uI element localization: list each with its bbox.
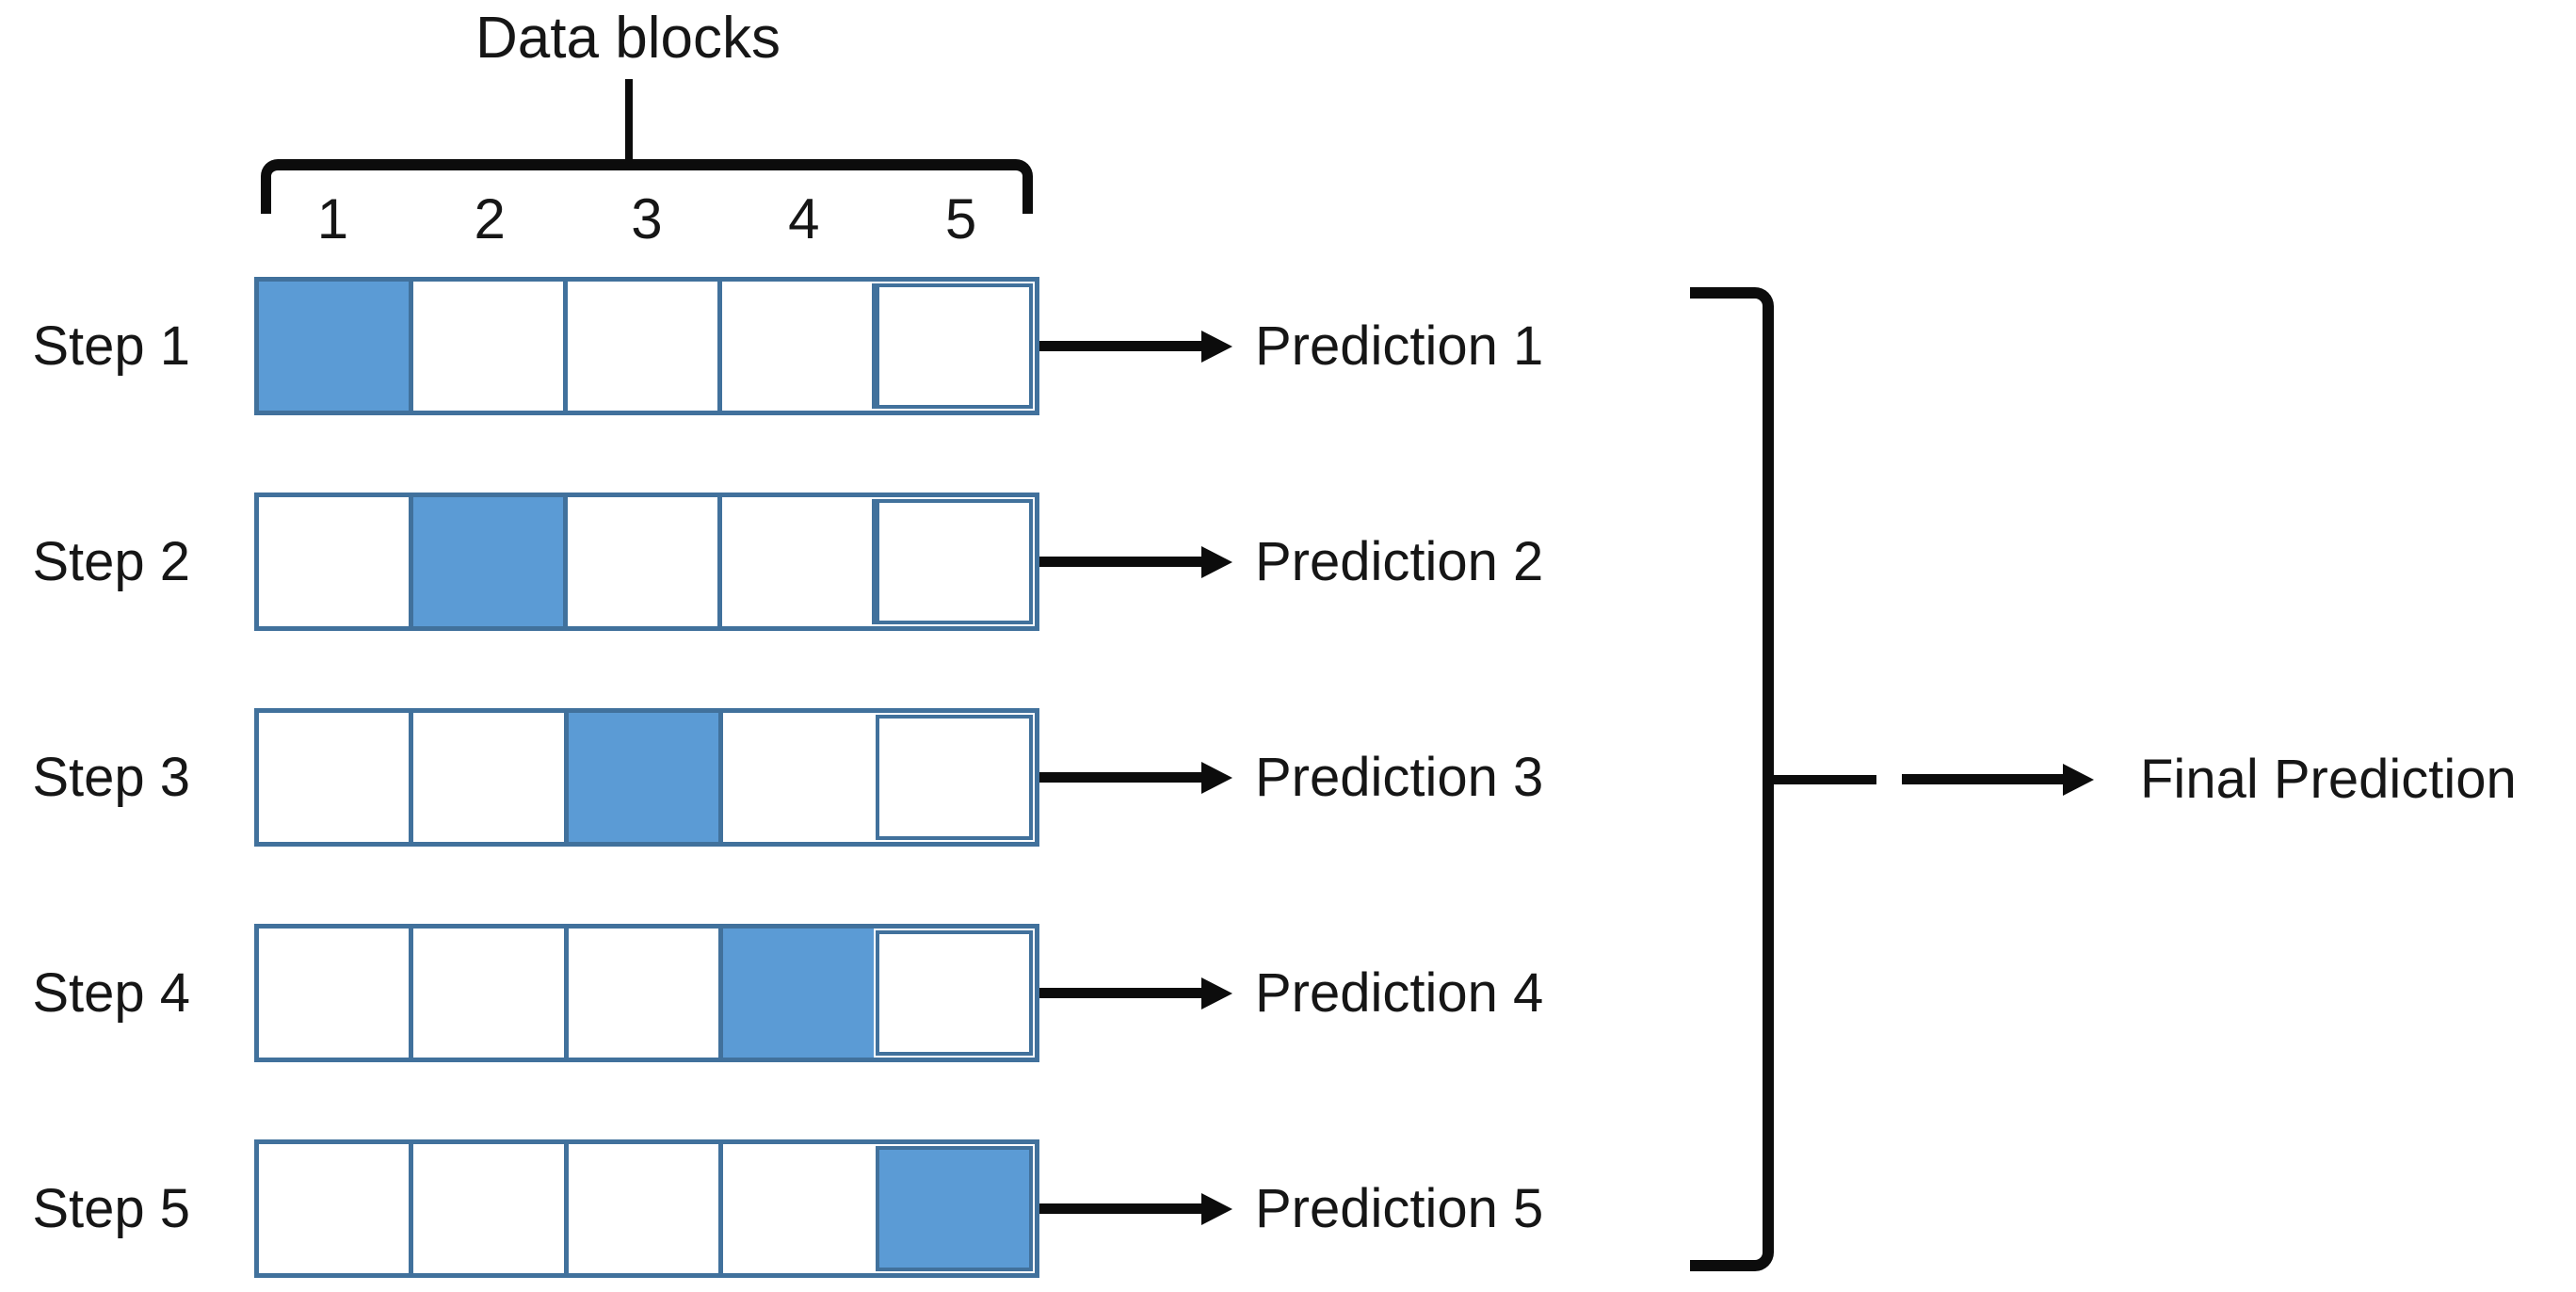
step-label: Step 4 bbox=[32, 962, 190, 1024]
data-cell bbox=[875, 930, 1034, 1056]
data-cell bbox=[259, 282, 409, 411]
data-blocks-row bbox=[254, 493, 1039, 631]
column-header: 5 bbox=[944, 186, 977, 250]
data-blocks-row bbox=[254, 277, 1039, 415]
data-cell bbox=[875, 1146, 1034, 1271]
data-cell bbox=[563, 1144, 719, 1273]
data-cell bbox=[409, 282, 563, 411]
data-cell bbox=[409, 929, 564, 1058]
data-cell bbox=[259, 497, 409, 626]
step-label: Step 5 bbox=[32, 1178, 190, 1239]
final-prediction-label: Final Prediction bbox=[2140, 748, 2517, 810]
data-blocks-brace-icon bbox=[261, 159, 1033, 214]
column-header: 2 bbox=[474, 186, 506, 250]
data-cell bbox=[718, 1144, 874, 1273]
data-cell bbox=[875, 715, 1034, 840]
data-cell bbox=[872, 499, 1033, 624]
title-pointer-line bbox=[625, 79, 633, 164]
page-title: Data blocks bbox=[475, 6, 781, 71]
step-label: Step 3 bbox=[32, 747, 190, 808]
data-cell bbox=[717, 497, 872, 626]
step-row: Step 2 Prediction 2 bbox=[0, 493, 2576, 631]
data-cell bbox=[563, 282, 717, 411]
step-label: Step 2 bbox=[32, 531, 190, 592]
step-row: Step 4 Prediction 4 bbox=[0, 924, 2576, 1062]
arrow-right-icon bbox=[1039, 924, 1256, 1062]
data-cell bbox=[259, 1144, 410, 1273]
data-cell bbox=[563, 929, 719, 1058]
data-blocks-row bbox=[254, 708, 1039, 847]
column-headers: 1 2 3 4 5 bbox=[254, 185, 1039, 252]
data-cell bbox=[409, 1144, 564, 1273]
prediction-label: Prediction 5 bbox=[1255, 1178, 1544, 1239]
data-cell bbox=[872, 283, 1033, 409]
data-cell bbox=[259, 713, 410, 842]
data-cell bbox=[259, 929, 410, 1058]
data-cell bbox=[563, 713, 719, 842]
data-cell bbox=[563, 497, 717, 626]
data-blocks-row bbox=[254, 924, 1039, 1062]
data-cell bbox=[409, 497, 563, 626]
arrow-right-icon bbox=[1039, 1139, 1256, 1278]
column-header: 4 bbox=[788, 186, 820, 250]
data-cell bbox=[717, 282, 872, 411]
step-row: Step 1 Prediction 1 bbox=[0, 277, 2576, 415]
data-blocks-row bbox=[254, 1139, 1039, 1278]
column-header: 1 bbox=[316, 186, 349, 250]
step-row: Step 5 Prediction 5 bbox=[0, 1139, 2576, 1278]
arrow-right-icon bbox=[1039, 493, 1256, 631]
step-row: Step 3 Prediction 3 bbox=[0, 708, 2576, 847]
prediction-label: Prediction 1 bbox=[1255, 315, 1544, 377]
step-label: Step 1 bbox=[32, 315, 190, 377]
data-cell bbox=[718, 713, 874, 842]
arrow-right-icon bbox=[1039, 708, 1256, 847]
prediction-label: Prediction 4 bbox=[1255, 962, 1544, 1024]
column-header: 3 bbox=[631, 186, 663, 250]
arrow-right-icon bbox=[1039, 277, 1256, 415]
prediction-label: Prediction 3 bbox=[1255, 747, 1544, 808]
data-cell bbox=[409, 713, 564, 842]
data-cell bbox=[718, 929, 874, 1058]
prediction-label: Prediction 2 bbox=[1255, 531, 1544, 592]
